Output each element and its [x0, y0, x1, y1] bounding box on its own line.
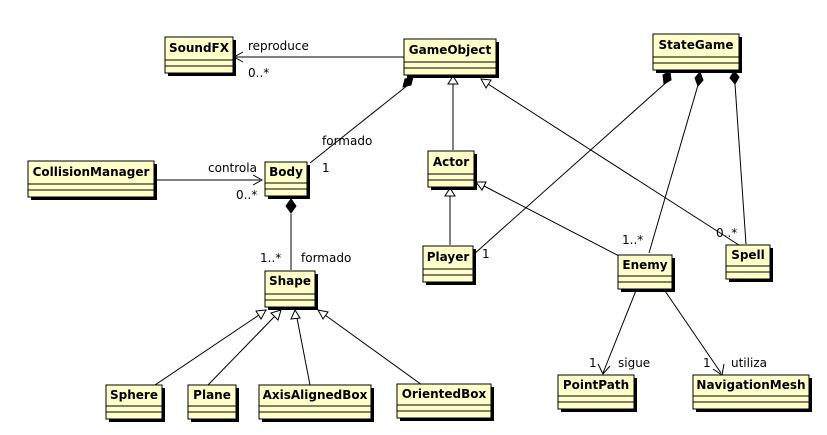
mult-controla: 0..*	[236, 188, 257, 202]
generalization-orientedbox-shape	[317, 309, 423, 386]
mult-spell: 0..*	[716, 226, 737, 240]
association-sigue	[597, 287, 638, 375]
mult-utiliza: 1	[703, 356, 711, 370]
composition-gameobject-body	[309, 76, 414, 164]
generalization-axisalignedbox-shape	[290, 308, 311, 386]
label-utiliza: utiliza	[731, 356, 767, 370]
class-body[interactable]: Body	[264, 161, 310, 199]
class-name: Sphere	[110, 388, 158, 402]
mult-reproduce: 0..*	[248, 66, 269, 80]
generalization-spell-gameobject	[480, 78, 743, 248]
class-name: Body	[269, 165, 303, 179]
class-orientedbox[interactable]: OrientedBox	[396, 383, 494, 421]
class-name: StateGame	[659, 38, 734, 52]
class-player[interactable]: Player	[422, 245, 476, 285]
class-soundfx[interactable]: SoundFX	[164, 36, 236, 76]
mult-formado-body: 1	[322, 161, 330, 175]
association-reproduce	[232, 51, 404, 63]
mult-enemy: 1..*	[622, 233, 643, 247]
class-gameobject[interactable]: GameObject	[403, 38, 499, 78]
class-name: Spell	[731, 248, 765, 262]
class-name: Plane	[193, 388, 231, 402]
mult-player: 1	[482, 247, 490, 261]
mult-formado-shape: 1..*	[260, 251, 281, 265]
class-name: OrientedBox	[402, 387, 487, 401]
composition-stategame-spell	[729, 70, 747, 245]
class-navigationmesh[interactable]: NavigationMesh	[692, 374, 812, 412]
label-formado-shape: formado	[301, 251, 351, 265]
class-actor[interactable]: Actor	[427, 150, 477, 190]
class-shape[interactable]: Shape	[264, 270, 318, 310]
class-name: GameObject	[409, 43, 492, 57]
composition-diamond	[402, 76, 414, 88]
generalization-actor-gameobject	[447, 75, 459, 150]
class-name: PointPath	[563, 378, 629, 392]
class-name: Enemy	[622, 258, 667, 272]
composition-diamond	[662, 70, 672, 85]
class-name: CollisionManager	[33, 165, 150, 179]
label-reproduce: reproduce	[248, 39, 309, 53]
label-sigue: sigue	[618, 356, 650, 370]
generalization-sphere-shape	[154, 309, 267, 386]
class-name: Shape	[269, 274, 311, 288]
class-collisionmanager[interactable]: CollisionManager	[27, 160, 157, 200]
class-name: Actor	[433, 155, 469, 169]
class-enemy[interactable]: Enemy	[617, 254, 675, 292]
class-spell[interactable]: Spell	[725, 244, 773, 282]
composition-body-shape	[285, 198, 297, 270]
composition-stategame-player	[472, 70, 672, 256]
class-name: Player	[427, 250, 470, 264]
class-name: NavigationMesh	[696, 378, 805, 392]
composition-diamond	[285, 198, 297, 214]
generalization-enemy-actor	[475, 181, 622, 258]
class-sphere[interactable]: Sphere	[105, 384, 165, 422]
composition-diamond	[729, 70, 740, 85]
class-pointpath[interactable]: PointPath	[557, 374, 637, 412]
composition-diamond	[694, 71, 704, 87]
composition-stategame-enemy	[648, 71, 704, 254]
class-plane[interactable]: Plane	[187, 384, 239, 422]
class-name: AxisAlignedBox	[263, 388, 368, 402]
label-controla: controla	[208, 161, 257, 175]
label-formado-body: formado	[322, 134, 372, 148]
class-name: SoundFX	[169, 41, 230, 55]
association-utiliza	[662, 287, 725, 376]
association-controla	[154, 174, 264, 186]
generalization-player-actor	[444, 187, 456, 245]
class-axisalignedbox[interactable]: AxisAlignedBox	[258, 384, 374, 422]
generalization-plane-shape	[207, 309, 282, 386]
class-stategame[interactable]: StateGame	[652, 33, 742, 73]
mult-sigue: 1	[589, 356, 597, 370]
